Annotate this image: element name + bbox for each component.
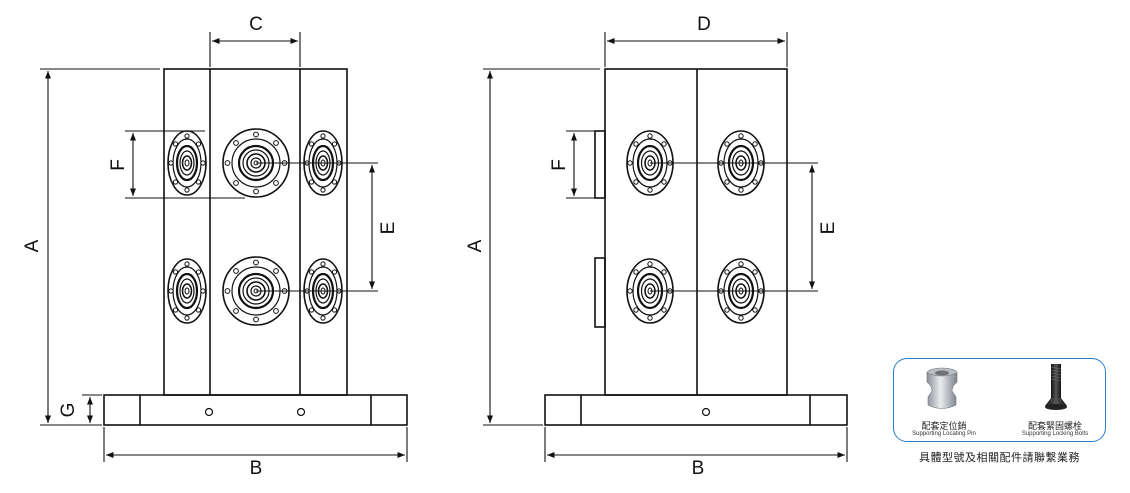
locating-pin-en: Supporting Locating Pin (912, 431, 976, 437)
left-body (163, 68, 348, 396)
right-view (544, 68, 848, 426)
left-dim-a: A (22, 239, 43, 252)
left-dim-c: C (249, 14, 263, 35)
accessory-caption: 具體型號及相關配件請聯繫業務 (919, 452, 1080, 464)
right-dimensions (483, 32, 848, 462)
locating-pin-zh: 配套定位銷 (921, 421, 967, 431)
locking-bolt-icon (1045, 364, 1067, 410)
right-dimension-labels: A B D F E (465, 14, 839, 479)
left-dimensions (40, 32, 408, 462)
right-body (604, 68, 788, 396)
right-dim-b: B (692, 458, 705, 479)
right-base (544, 394, 848, 426)
locating-pin-icon (926, 367, 958, 409)
left-dimension-labels: A G B C F E (22, 14, 399, 479)
left-base (103, 394, 408, 426)
locking-bolt-label: 配套緊固螺栓 Supporting Locking Bolts (1004, 421, 1106, 438)
left-flanges (166, 127, 344, 327)
left-dim-b: B (250, 458, 263, 479)
right-dim-d: D (697, 14, 711, 35)
accessory-panel: 配套定位銷 Supporting Locating Pin 配套緊固螺栓 Sup… (893, 358, 1106, 442)
locating-pin-label: 配套定位銷 Supporting Locating Pin (896, 421, 992, 438)
right-flanges (625, 129, 766, 325)
left-view (103, 68, 408, 426)
locking-bolt-zh: 配套緊固螺栓 (1027, 421, 1082, 431)
right-dim-e: E (818, 222, 839, 235)
right-dim-a: A (465, 239, 486, 252)
right-dim-f: F (549, 159, 570, 171)
locking-bolt-en: Supporting Locking Bolts (1021, 431, 1089, 437)
left-dim-f: F (108, 159, 129, 171)
left-dim-e: E (378, 222, 399, 235)
left-dim-g: G (58, 403, 79, 418)
